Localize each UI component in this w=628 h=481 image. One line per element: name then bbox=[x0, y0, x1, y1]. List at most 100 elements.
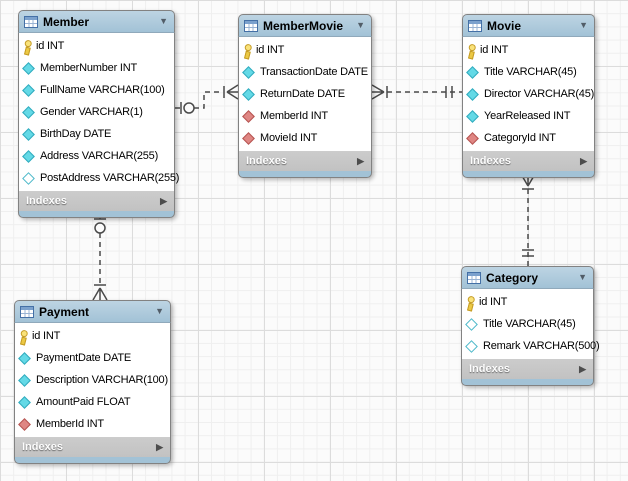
diamond-icon bbox=[18, 395, 31, 409]
table-icon bbox=[244, 19, 258, 32]
relationship-membermovie-movie[interactable] bbox=[371, 84, 462, 100]
column-row[interactable]: PostAddress VARCHAR(255) bbox=[19, 167, 179, 189]
expand-arrow-icon[interactable]: ▶ bbox=[160, 195, 167, 206]
column-row[interactable]: id INT bbox=[463, 39, 594, 61]
table-member-columns: id INT MemberNumber INT FullName VARCHAR… bbox=[18, 33, 179, 191]
indexes-row[interactable]: Indexes ▶ bbox=[238, 151, 372, 171]
column-label: ReturnDate DATE bbox=[260, 88, 345, 100]
diamond-icon bbox=[22, 83, 35, 97]
table-member-header[interactable]: Member ▼ bbox=[18, 10, 175, 33]
column-row[interactable]: AmountPaid FLOAT bbox=[15, 391, 170, 413]
table-membermovie[interactable]: MemberMovie ▼ id INT TransactionDate DAT… bbox=[238, 14, 372, 178]
indexes-label: Indexes bbox=[469, 363, 510, 375]
column-row[interactable]: ReturnDate DATE bbox=[239, 83, 371, 105]
table-category[interactable]: Category ▼ id INT Title VARCHAR(45) Rema… bbox=[461, 266, 600, 386]
column-row[interactable]: Title VARCHAR(45) bbox=[462, 313, 593, 335]
indexes-label: Indexes bbox=[22, 441, 63, 453]
table-membermovie-header[interactable]: MemberMovie ▼ bbox=[238, 14, 372, 37]
indexes-row[interactable]: Indexes ▶ bbox=[14, 437, 171, 457]
column-row[interactable]: BirthDay DATE bbox=[19, 123, 174, 145]
table-bottom-strip bbox=[462, 171, 595, 178]
indexes-row[interactable]: Indexes ▶ bbox=[461, 359, 594, 379]
diamond-icon bbox=[242, 109, 255, 123]
column-label: PostAddress VARCHAR(255) bbox=[40, 172, 180, 184]
expand-arrow-icon[interactable]: ▶ bbox=[579, 363, 586, 374]
column-row[interactable]: CategoryId INT bbox=[463, 127, 594, 149]
column-row[interactable]: Director VARCHAR(45) bbox=[463, 83, 594, 105]
column-row[interactable]: id INT bbox=[19, 35, 174, 57]
relationship-member-membermovie[interactable] bbox=[175, 84, 239, 114]
column-label: id INT bbox=[256, 44, 285, 56]
table-bottom-strip bbox=[14, 457, 171, 464]
key-icon bbox=[17, 328, 31, 343]
chevron-down-icon[interactable]: ▼ bbox=[578, 272, 587, 282]
diamond-icon bbox=[242, 65, 255, 79]
column-row[interactable]: YearReleased INT bbox=[463, 105, 594, 127]
column-label: TransactionDate DATE bbox=[260, 66, 368, 78]
diamond-icon bbox=[466, 65, 479, 79]
chevron-down-icon[interactable]: ▼ bbox=[356, 20, 365, 30]
table-title: MemberMovie bbox=[263, 18, 344, 33]
column-label: Director VARCHAR(45) bbox=[484, 88, 595, 100]
diamond-icon bbox=[466, 131, 479, 145]
table-bottom-strip bbox=[18, 211, 175, 218]
column-label: MemberNumber INT bbox=[40, 62, 138, 74]
indexes-label: Indexes bbox=[246, 155, 287, 167]
table-title: Member bbox=[43, 14, 90, 29]
key-icon bbox=[241, 42, 255, 57]
table-category-header[interactable]: Category ▼ bbox=[461, 266, 594, 289]
column-row[interactable]: Gender VARCHAR(1) bbox=[19, 101, 174, 123]
column-label: MemberId INT bbox=[260, 110, 328, 122]
column-row[interactable]: PaymentDate DATE bbox=[15, 347, 170, 369]
relationship-member-payment[interactable] bbox=[92, 214, 108, 301]
key-icon bbox=[464, 294, 478, 309]
column-row[interactable]: id INT bbox=[462, 291, 593, 313]
column-row[interactable]: TransactionDate DATE bbox=[239, 61, 371, 83]
table-icon bbox=[24, 15, 38, 28]
diamond-icon bbox=[22, 149, 35, 163]
column-row[interactable]: id INT bbox=[239, 39, 371, 61]
column-row[interactable]: Title VARCHAR(45) bbox=[463, 61, 594, 83]
diamond-icon bbox=[22, 127, 35, 141]
column-row[interactable]: Address VARCHAR(255) bbox=[19, 145, 174, 167]
table-movie-columns: id INT Title VARCHAR(45) Director VARCHA… bbox=[462, 37, 595, 151]
column-label: id INT bbox=[479, 296, 508, 308]
column-row[interactable]: MemberId INT bbox=[239, 105, 371, 127]
column-row[interactable]: MemberNumber INT bbox=[19, 57, 174, 79]
relationship-movie-category[interactable] bbox=[520, 173, 536, 266]
column-row[interactable]: FullName VARCHAR(100) bbox=[19, 79, 174, 101]
table-category-columns: id INT Title VARCHAR(45) Remark VARCHAR(… bbox=[461, 289, 600, 359]
chevron-down-icon[interactable]: ▼ bbox=[155, 306, 164, 316]
column-row[interactable]: Description VARCHAR(100) bbox=[15, 369, 170, 391]
expand-arrow-icon[interactable]: ▶ bbox=[156, 441, 163, 452]
key-icon bbox=[21, 38, 35, 53]
table-movie[interactable]: Movie ▼ id INT Title VARCHAR(45) Directo… bbox=[462, 14, 595, 178]
table-movie-header[interactable]: Movie ▼ bbox=[462, 14, 595, 37]
indexes-row[interactable]: Indexes ▶ bbox=[462, 151, 595, 171]
column-row[interactable]: Remark VARCHAR(500) bbox=[462, 335, 600, 357]
column-label: PaymentDate DATE bbox=[36, 352, 132, 364]
table-member[interactable]: Member ▼ id INT MemberNumber INT FullNam… bbox=[18, 10, 179, 218]
diamond-icon bbox=[465, 339, 478, 353]
column-label: CategoryId INT bbox=[484, 132, 556, 144]
table-payment[interactable]: Payment ▼ id INT PaymentDate DATE Descri… bbox=[14, 300, 171, 464]
column-label: YearReleased INT bbox=[484, 110, 571, 122]
table-payment-header[interactable]: Payment ▼ bbox=[14, 300, 171, 323]
table-title: Payment bbox=[39, 304, 90, 319]
expand-arrow-icon[interactable]: ▶ bbox=[580, 155, 587, 166]
column-label: MovieId INT bbox=[260, 132, 318, 144]
column-row[interactable]: MemberId INT bbox=[15, 413, 170, 435]
expand-arrow-icon[interactable]: ▶ bbox=[357, 155, 364, 166]
column-label: Address VARCHAR(255) bbox=[40, 150, 159, 162]
column-label: id INT bbox=[480, 44, 509, 56]
diamond-icon bbox=[22, 171, 35, 185]
indexes-row[interactable]: Indexes ▶ bbox=[18, 191, 175, 211]
column-row[interactable]: MovieId INT bbox=[239, 127, 371, 149]
column-row[interactable]: id INT bbox=[15, 325, 170, 347]
chevron-down-icon[interactable]: ▼ bbox=[579, 20, 588, 30]
chevron-down-icon[interactable]: ▼ bbox=[159, 16, 168, 26]
table-membermovie-columns: id INT TransactionDate DATE ReturnDate D… bbox=[238, 37, 372, 151]
table-bottom-strip bbox=[238, 171, 372, 178]
diamond-icon bbox=[18, 351, 31, 365]
